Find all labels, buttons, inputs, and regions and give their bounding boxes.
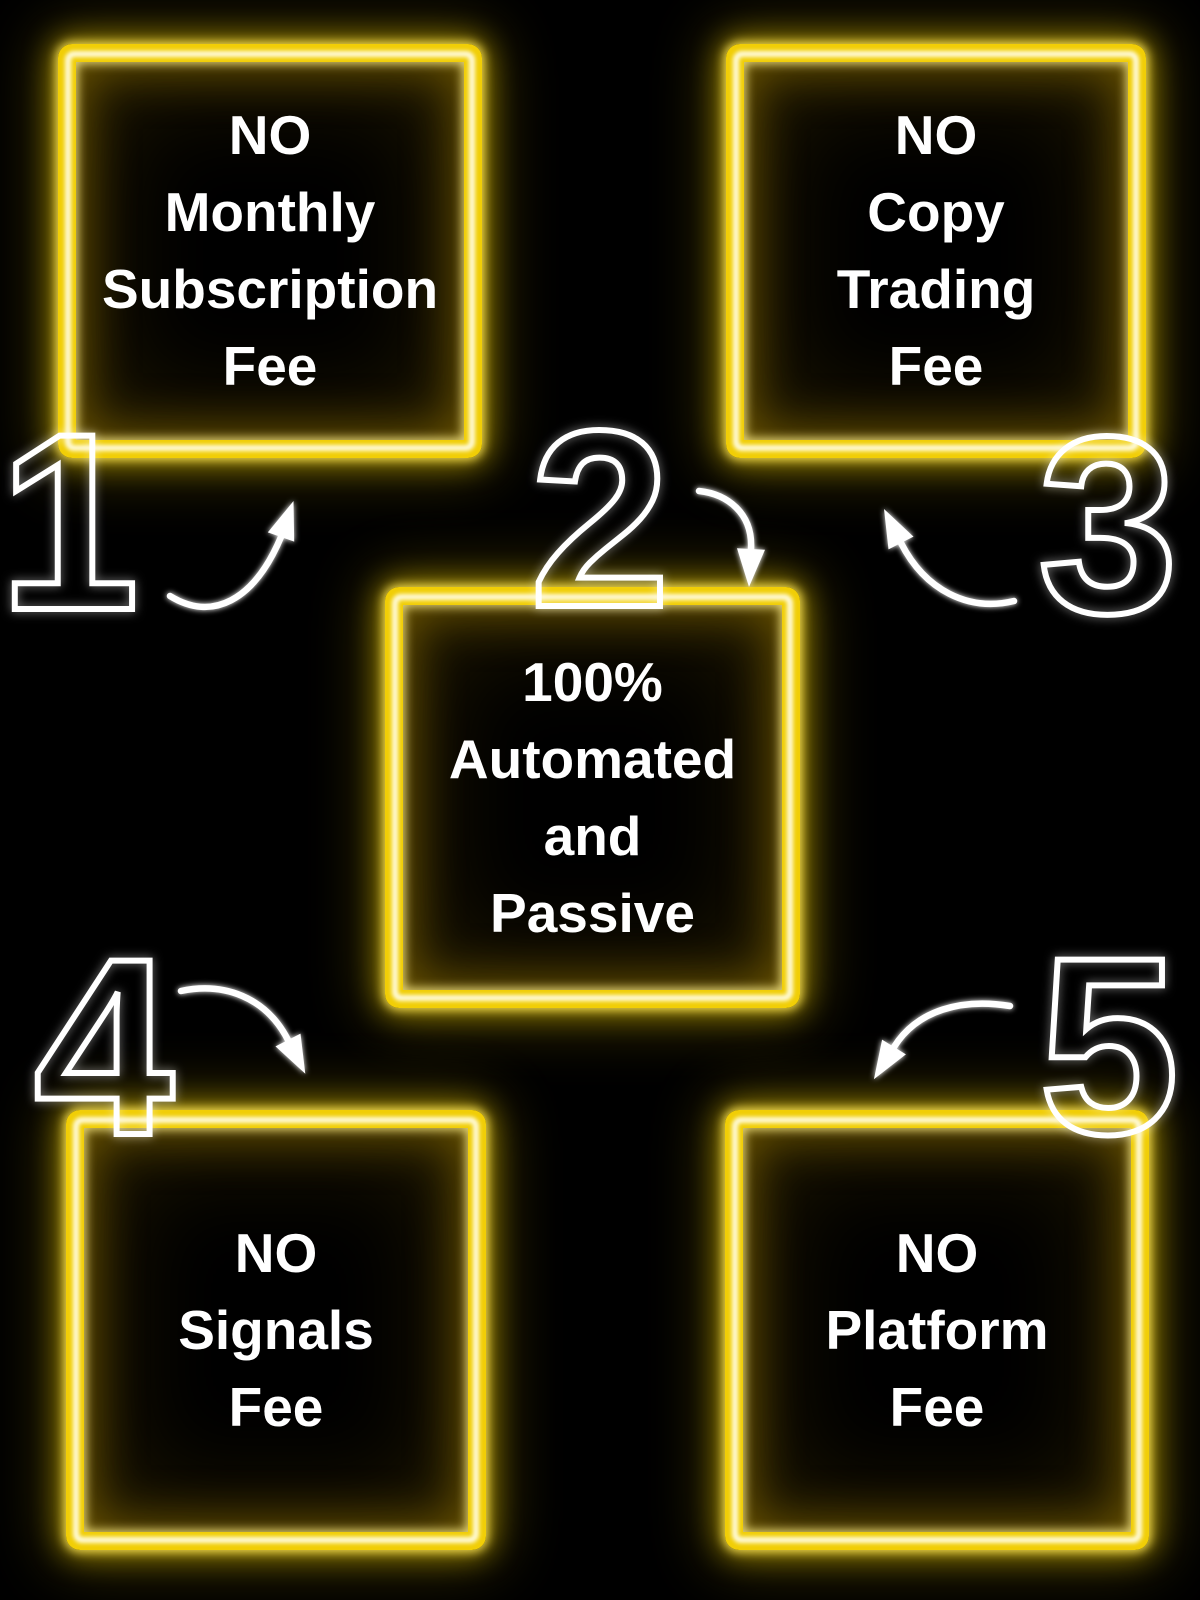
- neon-frame-core: [732, 1117, 1142, 1543]
- label-line: Subscription: [101, 258, 439, 320]
- label-line: Copy: [867, 181, 1005, 243]
- step-number-1: 1: [0, 382, 142, 663]
- curved-arrow-3: [884, 509, 1018, 608]
- benefit-box-4: NO Signals Fee: [66, 1110, 486, 1550]
- label-line: Monthly: [164, 181, 376, 243]
- benefit-box-5-label: NO Platform Fee: [751, 1136, 1123, 1524]
- label-line: NO: [894, 104, 978, 166]
- label-line: NO: [895, 1221, 979, 1284]
- step-number-2: 2: [527, 379, 673, 660]
- label-line: Automated: [448, 727, 737, 790]
- label-line: Fee: [889, 1375, 985, 1438]
- neon-frame-core: [733, 51, 1139, 451]
- benefit-box-1: NO Monthly Subscription Fee: [58, 44, 482, 458]
- neon-frame-core: [65, 51, 475, 451]
- curved-arrow-2: [695, 487, 765, 587]
- benefit-box-2-label: 100% Automated and Passive: [411, 613, 774, 982]
- label-line: Trading: [836, 258, 1036, 320]
- label-line: Platform: [825, 1298, 1049, 1361]
- benefit-box-3-label: NO Copy Trading Fee: [752, 70, 1120, 432]
- benefit-box-1-label: NO Monthly Subscription Fee: [84, 70, 456, 432]
- label-line: NO: [228, 104, 312, 166]
- label-line: and: [543, 804, 642, 867]
- label-line: 100%: [522, 650, 663, 713]
- neon-frame-core: [392, 594, 793, 1001]
- benefit-box-4-label: NO Signals Fee: [92, 1136, 460, 1524]
- benefit-box-5: NO Platform Fee: [725, 1110, 1149, 1550]
- curved-arrow-1: [166, 501, 295, 611]
- label-line: Passive: [490, 881, 695, 944]
- label-line: Fee: [222, 335, 318, 397]
- label-line: Fee: [888, 335, 984, 397]
- step-number-4: 4: [31, 907, 177, 1188]
- benefit-box-3: NO Copy Trading Fee: [726, 44, 1146, 458]
- benefit-box-2: 100% Automated and Passive: [385, 587, 800, 1008]
- label-line: NO: [234, 1221, 318, 1284]
- label-line: Fee: [228, 1375, 324, 1438]
- step-number-3: 3: [1035, 385, 1181, 666]
- step-number-5: 5: [1036, 906, 1182, 1187]
- label-line: Signals: [178, 1298, 374, 1361]
- curved-arrow-5: [873, 1000, 1014, 1080]
- neon-frame-core: [73, 1117, 479, 1543]
